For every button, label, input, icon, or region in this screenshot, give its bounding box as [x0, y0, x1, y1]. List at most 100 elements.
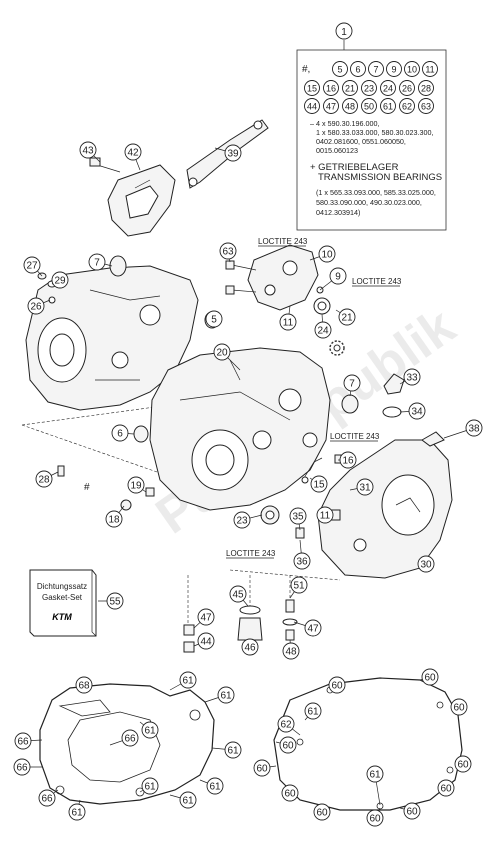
callout-61[interactable] — [141, 777, 159, 795]
callout-23[interactable] — [233, 511, 251, 529]
callout-27[interactable] — [23, 256, 41, 274]
callout-48[interactable] — [282, 642, 300, 660]
callout-43[interactable] — [79, 141, 97, 159]
right-crankcase — [149, 347, 331, 511]
gasket-set-line2: Gasket-Set — [42, 593, 83, 602]
legend-circle — [332, 61, 348, 77]
callout-39[interactable] — [224, 144, 242, 162]
callout-label: 47 — [307, 624, 319, 635]
callout-29[interactable] — [51, 271, 69, 289]
callout-18[interactable] — [105, 510, 123, 528]
callout-66[interactable] — [121, 729, 139, 747]
callout-20[interactable] — [213, 343, 231, 361]
callout-45[interactable] — [229, 585, 247, 603]
callout-label: 61 — [144, 726, 156, 737]
callout-61[interactable] — [179, 671, 197, 689]
callout-label: 42 — [127, 148, 139, 159]
callout-47[interactable] — [197, 608, 215, 626]
callout-30[interactable] — [417, 555, 435, 573]
callout-47[interactable] — [304, 619, 322, 637]
gasket-set-box: Dichtungssatz Gasket-Set KTM — [29, 569, 97, 637]
callout-51[interactable] — [290, 576, 308, 594]
callout-28[interactable] — [35, 470, 53, 488]
callout-35[interactable] — [289, 507, 307, 525]
callout-label: 38 — [468, 424, 480, 435]
callout-61[interactable] — [366, 765, 384, 783]
callout-19[interactable] — [127, 476, 145, 494]
callout-6[interactable] — [111, 424, 129, 442]
callout-66[interactable] — [38, 789, 56, 807]
callout-label: 51 — [293, 581, 305, 592]
callout-61[interactable] — [217, 686, 235, 704]
callout-11[interactable] — [316, 506, 334, 524]
callout-60[interactable] — [328, 676, 346, 694]
gear-icon[interactable] — [329, 340, 345, 356]
callout-36[interactable] — [293, 552, 311, 570]
callout-66[interactable] — [14, 732, 32, 750]
callout-1-label: 1 — [341, 27, 347, 38]
callout-60[interactable] — [437, 779, 455, 797]
callout-26[interactable] — [27, 297, 45, 315]
callout-60[interactable] — [281, 784, 299, 802]
callout-label: 60 — [424, 673, 436, 684]
callout-label: 27 — [26, 261, 38, 272]
callout-38[interactable] — [465, 419, 483, 437]
legend-circle-label: 15 — [307, 84, 317, 94]
callout-60[interactable] — [421, 668, 439, 686]
legend-circle — [323, 80, 339, 96]
callout-68[interactable] — [75, 676, 93, 694]
callout-60[interactable] — [450, 698, 468, 716]
callout-1[interactable] — [335, 22, 353, 40]
callout-7[interactable] — [343, 374, 361, 392]
callout-31[interactable] — [356, 478, 374, 496]
callout-label: 46 — [244, 643, 256, 654]
callout-10[interactable] — [318, 245, 336, 263]
callout-9[interactable] — [329, 267, 347, 285]
callout-42[interactable] — [124, 143, 142, 161]
legend-circle-label: 28 — [421, 84, 431, 94]
callout-55[interactable] — [106, 592, 124, 610]
callout-61[interactable] — [304, 702, 322, 720]
callout-label: 63 — [222, 247, 234, 258]
legend-circle-label: 6 — [355, 65, 360, 75]
callout-11[interactable] — [279, 313, 297, 331]
callout-label: 45 — [232, 590, 244, 601]
legend-circle-label: 21 — [345, 84, 355, 94]
callout-62[interactable] — [277, 715, 295, 733]
callout-60[interactable] — [253, 759, 271, 777]
callout-7[interactable] — [88, 253, 106, 271]
callout-61[interactable] — [141, 721, 159, 739]
callout-24[interactable] — [314, 321, 332, 339]
callout-46[interactable] — [241, 638, 259, 656]
callout-label: 66 — [17, 737, 29, 748]
callout-label: 61 — [227, 746, 239, 757]
callout-33[interactable] — [403, 368, 421, 386]
callout-label: 5 — [211, 315, 217, 326]
callout-60[interactable] — [403, 802, 421, 820]
callout-61[interactable] — [68, 803, 86, 821]
callout-61[interactable] — [224, 741, 242, 759]
ktm-logo: KTM — [52, 612, 72, 622]
callout-63[interactable] — [219, 242, 237, 260]
callout-44[interactable] — [197, 632, 215, 650]
callout-60[interactable] — [454, 755, 472, 773]
callout-label: 26 — [30, 302, 42, 313]
callout-60[interactable] — [313, 803, 331, 821]
legend-circle-label: 26 — [402, 84, 412, 94]
callout-60[interactable] — [279, 736, 297, 754]
callout-15[interactable] — [310, 475, 328, 493]
callout-34[interactable] — [408, 402, 426, 420]
callout-61[interactable] — [179, 791, 197, 809]
callout-66[interactable] — [13, 758, 31, 776]
callout-61[interactable] — [206, 777, 224, 795]
legend-circle-label: 7 — [373, 65, 378, 75]
legend-note-line: + GETRIEBELAGER — [310, 162, 399, 173]
callout-60[interactable] — [366, 809, 384, 827]
callout-16[interactable] — [339, 451, 357, 469]
callout-label: 16 — [342, 456, 354, 467]
legend-circle — [399, 98, 415, 114]
callout-21[interactable] — [338, 308, 356, 326]
callout-5[interactable] — [205, 310, 223, 328]
